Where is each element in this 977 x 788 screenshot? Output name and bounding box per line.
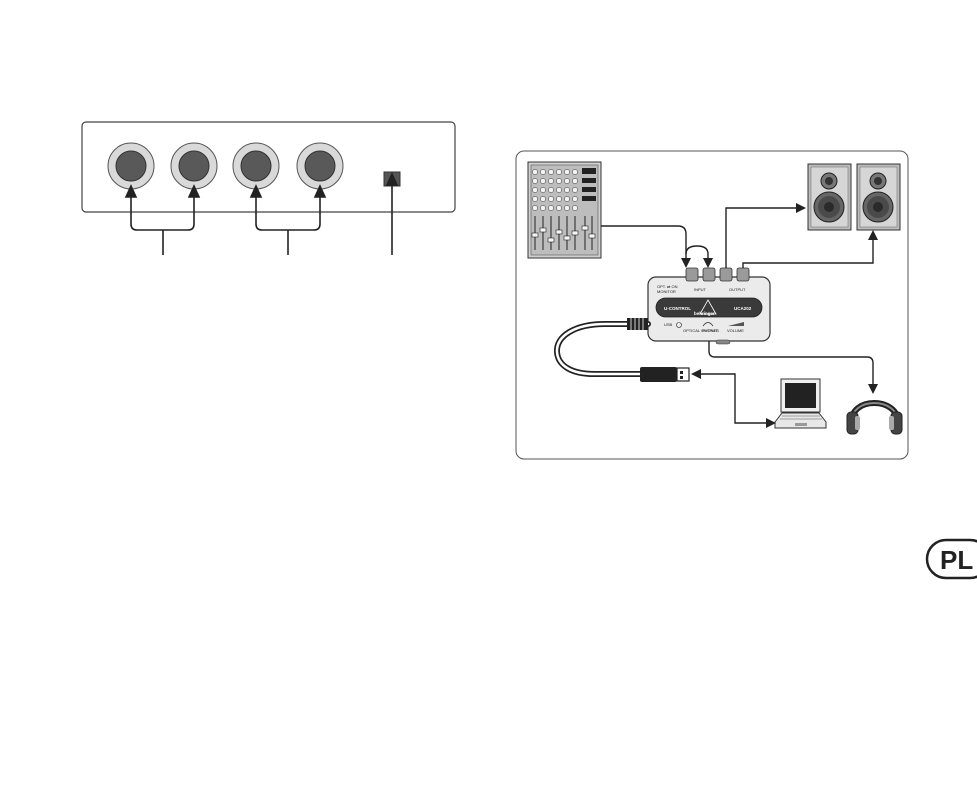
label-usb: USB bbox=[664, 322, 673, 327]
language-badge: PL bbox=[927, 540, 977, 578]
rca-jack-output-right bbox=[737, 268, 749, 281]
rear-panel-diagram bbox=[82, 122, 455, 255]
rca-jack-output-left bbox=[720, 268, 732, 281]
label-volume: VOLUME bbox=[727, 328, 744, 333]
jack-output-left bbox=[233, 143, 279, 189]
laptop-icon bbox=[775, 379, 826, 428]
label-phones: PHONES bbox=[702, 328, 719, 333]
label-product: U-CONTROL bbox=[664, 306, 691, 311]
connection-diagram: OPT. ⇄ ON MONITOR INPUT OUTPUT U-CONTROL… bbox=[516, 151, 908, 459]
label-output: OUTPUT bbox=[729, 287, 746, 292]
mixer-icon bbox=[528, 162, 601, 258]
jack-input-right bbox=[171, 143, 217, 189]
rca-jack-input-right bbox=[703, 268, 715, 281]
jack-output-right bbox=[297, 143, 343, 189]
label-monitor: MONITOR bbox=[657, 289, 676, 294]
usb-plug-icon bbox=[640, 367, 689, 382]
studio-monitor-icon bbox=[857, 164, 900, 230]
label-brand: behringer bbox=[694, 311, 715, 316]
label-input: INPUT bbox=[694, 287, 707, 292]
label-model: UCA202 bbox=[734, 306, 752, 311]
language-badge-text: PL bbox=[940, 545, 973, 575]
rca-jack-input-left bbox=[686, 268, 698, 281]
jack-input-left bbox=[108, 143, 154, 189]
audio-interface: OPT. ⇄ ON MONITOR INPUT OUTPUT U-CONTROL… bbox=[648, 268, 770, 344]
studio-monitor-icon bbox=[808, 164, 851, 230]
